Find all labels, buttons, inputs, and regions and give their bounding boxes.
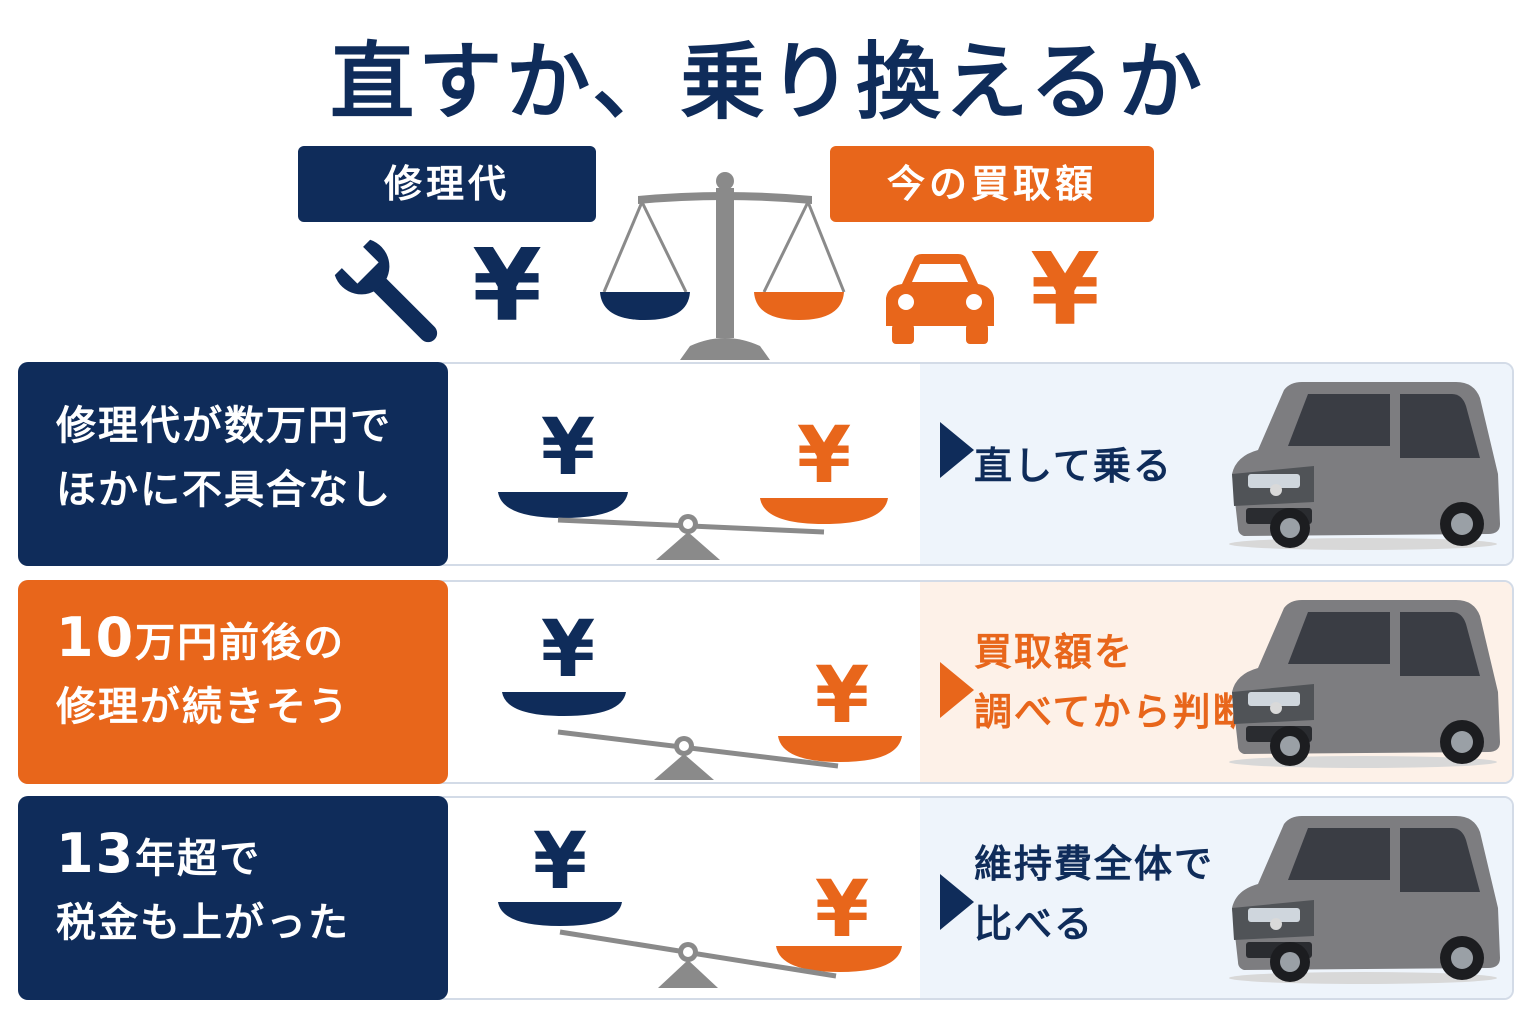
label-line-1-rest: 万円前後の [135, 620, 346, 666]
scenario-label: 10万円前後の 修理が続きそう [18, 580, 448, 784]
label-line-2: 税金も上がった [56, 900, 350, 946]
page-title: 直すか、乗り換えるか [330, 33, 1206, 131]
car-icon [886, 254, 994, 344]
arrow-icon [940, 422, 974, 478]
label-line-2: 修理が続きそう [56, 684, 350, 730]
verdict-text: 維持費全体で 比べる [974, 834, 1214, 954]
verdict-line-1: 維持費全体で [974, 842, 1215, 886]
verdict-text: 買取額を 調べてから判断 [974, 622, 1252, 742]
scenario-row: 修理代が数万円で ほかに不具合なし ¥ ¥ 直して乗る [18, 362, 1514, 566]
label-line-1: 10万円前後の [56, 606, 448, 675]
yen-icon: ¥ [797, 411, 851, 501]
verdict-text: 直して乗る [974, 436, 1173, 496]
minivan-photo [1229, 816, 1500, 984]
arrow-icon [940, 662, 974, 718]
yen-icon: ¥ [541, 403, 595, 493]
buyback-price-tag: 今の買取額 [830, 146, 1154, 222]
label-line-1: 修理代が数万円で [56, 403, 392, 449]
mini-scale-icon: ¥ ¥ [502, 610, 902, 780]
scenario-label: 13年超で 税金も上がった [18, 796, 448, 1000]
yen-icon: ¥ [815, 651, 869, 741]
label-line-1: 13年超で [56, 822, 448, 891]
minivan-photo [1229, 382, 1500, 550]
verdict-line-1: 直して乗る [974, 444, 1173, 488]
verdict-line-2: 調べてから判断 [974, 690, 1253, 734]
label-line-1-rest: 年超で [135, 836, 262, 882]
repair-cost-tag: 修理代 [298, 146, 596, 222]
verdict-line-2: 比べる [974, 902, 1095, 946]
mini-scale-icon: ¥ ¥ [498, 403, 888, 560]
yen-icon: ¥ [541, 610, 595, 695]
label-number: 13 [56, 822, 136, 885]
balance-scale-icon [600, 172, 846, 360]
scenario-row: 13年超で 税金も上がった ¥ ¥ 維持費全体で 比べる [18, 796, 1514, 1000]
label-line-2: ほかに不具合なし [56, 467, 392, 513]
label-number: 10 [56, 606, 136, 669]
wrench-icon [334, 239, 438, 343]
arrow-icon [940, 874, 974, 930]
yen-icon: ¥ [1030, 231, 1100, 348]
yen-icon: ¥ [472, 227, 542, 344]
scenario-label: 修理代が数万円で ほかに不具合なし [18, 362, 448, 566]
minivan-photo [1229, 600, 1500, 768]
scenario-row: 10万円前後の 修理が続きそう ¥ ¥ 買取額を 調べてから判断 [18, 580, 1514, 784]
yen-icon: ¥ [533, 820, 587, 907]
mini-scale-icon: ¥ ¥ [498, 820, 902, 988]
verdict-line-1: 買取額を [974, 630, 1135, 674]
yen-icon: ¥ [815, 865, 869, 955]
